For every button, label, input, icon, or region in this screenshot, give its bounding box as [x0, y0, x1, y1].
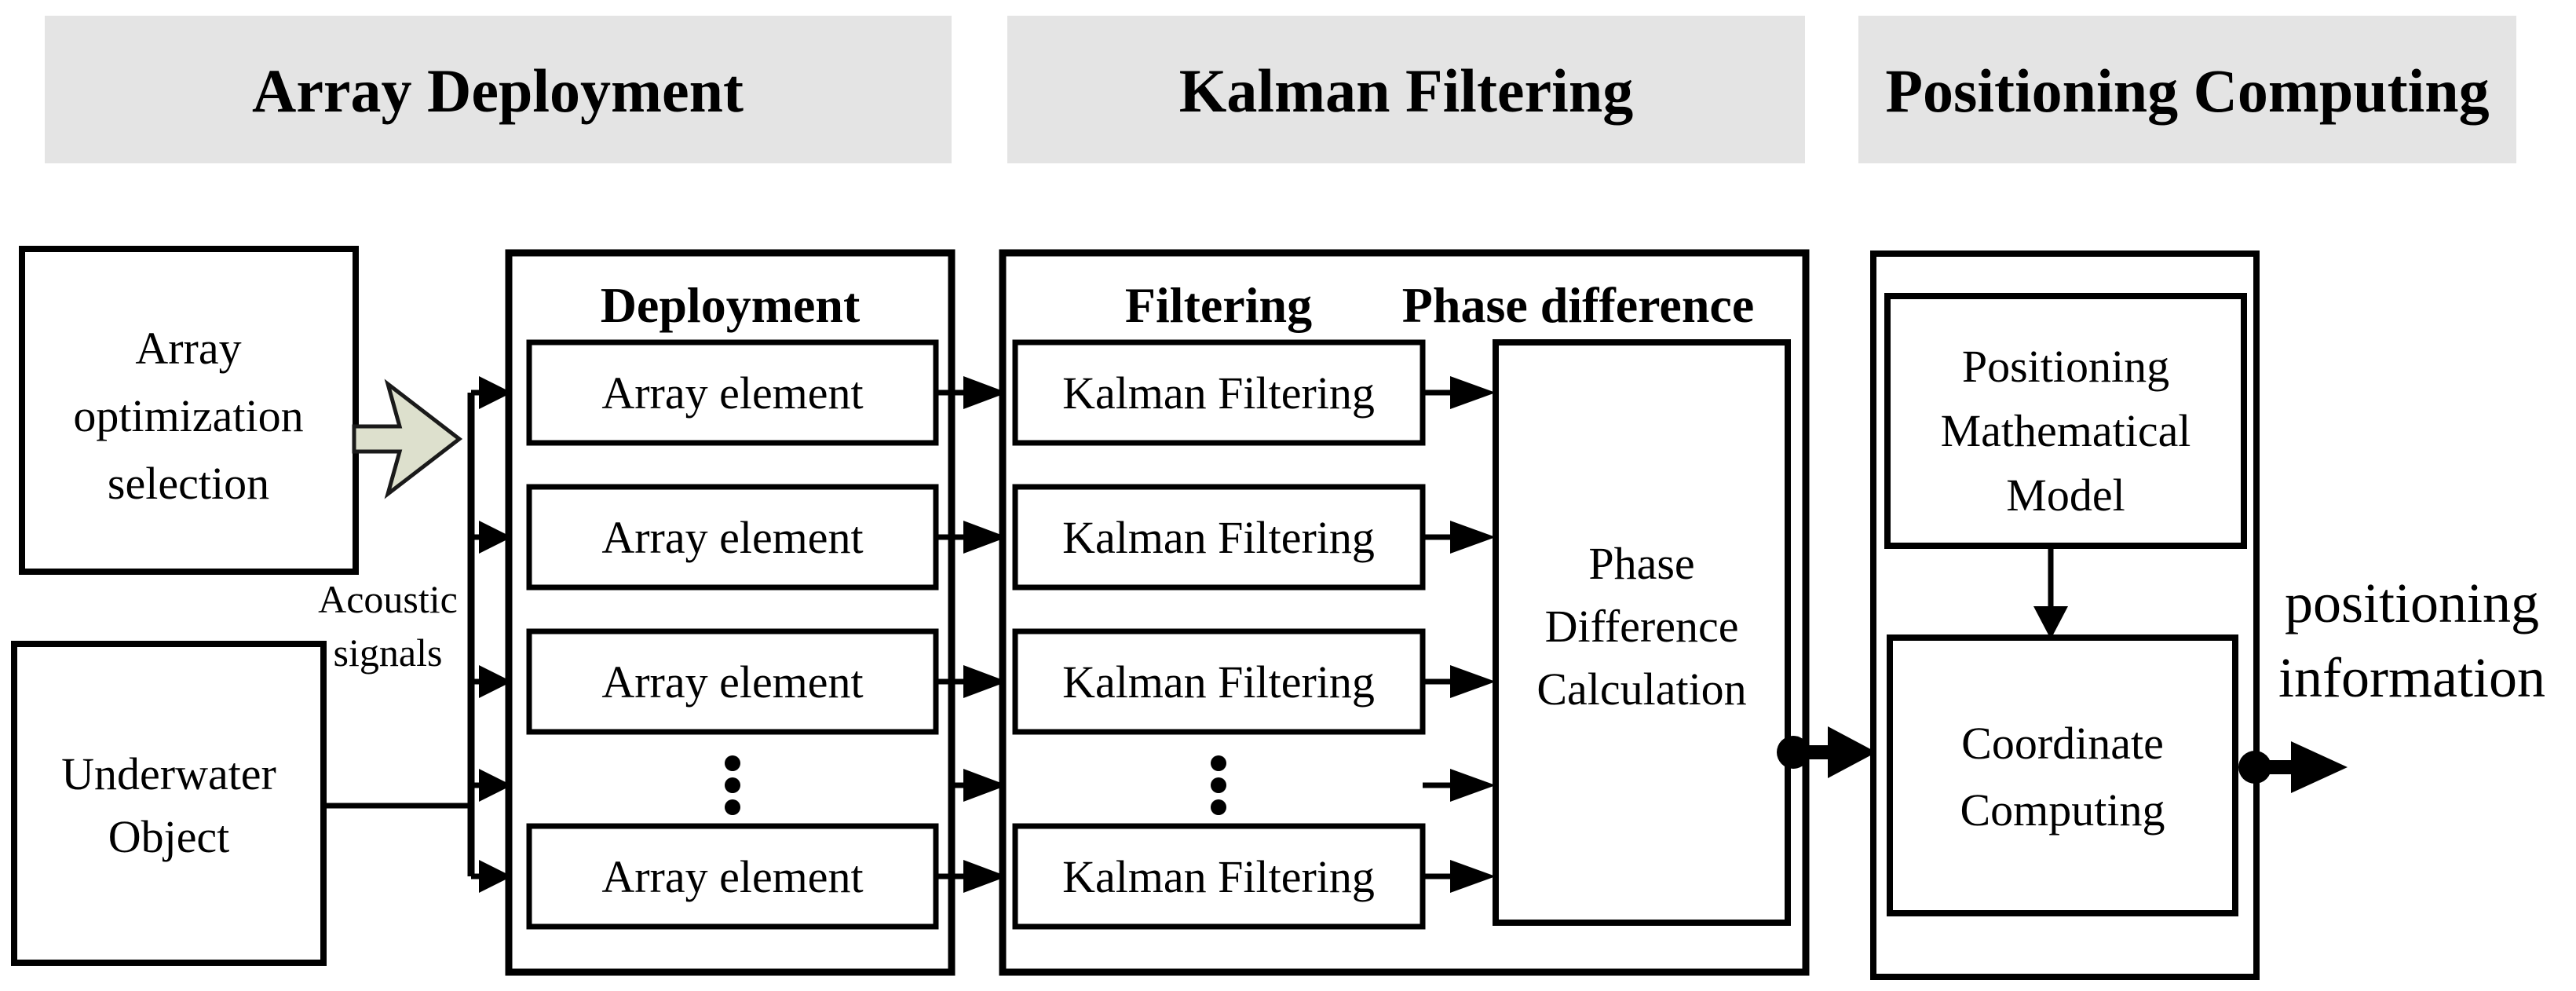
filtering-heading: Filtering	[1125, 277, 1312, 333]
deployment-to-kalman-arrows	[936, 376, 1007, 893]
array-element-label: Array element	[601, 512, 863, 563]
arrowhead-icon	[479, 521, 512, 554]
ellipsis-dots-icon	[725, 755, 740, 815]
phase-calc-line: Phase	[1588, 538, 1694, 589]
arrowhead-icon	[2291, 741, 2348, 793]
phase-label-positioning-computing: Positioning Computing	[1885, 57, 2489, 125]
bus-to-deployment-arrows	[471, 376, 512, 893]
model-to-coordinate-arrow	[2033, 546, 2068, 639]
arrowhead-icon	[1450, 521, 1496, 554]
phase-band-array-deployment	[45, 16, 952, 163]
array-element-box	[526, 484, 939, 591]
phase-difference-calculation-box	[1493, 339, 1791, 926]
acoustic-signals-label: Acoustic	[318, 577, 458, 621]
phase-label-kalman-filtering: Kalman Filtering	[1179, 57, 1633, 125]
math-model-line: Positioning	[1962, 341, 2169, 392]
phase-label-array-deployment: Array Deployment	[252, 57, 744, 125]
kalman-filtering-label: Kalman Filtering	[1062, 512, 1375, 563]
kalman-filtering-label: Kalman Filtering	[1062, 656, 1375, 708]
math-model-line: Mathematical	[1941, 405, 2191, 456]
arrowhead-icon	[1450, 860, 1496, 893]
arrowhead-icon	[963, 665, 1007, 698]
arrowhead-icon	[2033, 606, 2068, 639]
arrowhead-icon	[1828, 726, 1876, 778]
array-optimization-line: selection	[108, 458, 269, 509]
array-element-box	[526, 823, 939, 930]
underwater-object-box	[11, 641, 327, 966]
arrowhead-icon	[963, 521, 1007, 554]
array-element-label: Array element	[601, 656, 863, 708]
arrowhead-icon	[963, 860, 1007, 893]
arrowhead-icon	[479, 376, 512, 409]
math-model-line: Model	[2006, 470, 2125, 521]
underwater-object-line: Underwater	[61, 748, 276, 799]
phase-calc-line: Difference	[1545, 601, 1739, 652]
array-optimization-selection-box	[19, 246, 359, 575]
arrowhead-icon	[963, 769, 1007, 802]
phase-difference-heading: Phase difference	[1402, 277, 1754, 333]
positioning-output-arrow	[2238, 741, 2348, 793]
kalman-filtering-label: Kalman Filtering	[1062, 368, 1375, 419]
array-optimization-line: Array	[135, 323, 241, 374]
arrowhead-icon	[1450, 769, 1496, 802]
arrowhead-icon	[479, 665, 512, 698]
deployment-heading: Deployment	[601, 277, 860, 333]
underwater-object-line: Object	[108, 811, 230, 862]
array-element-label: Array element	[601, 851, 863, 902]
ellipsis-dots-icon	[1211, 755, 1226, 815]
array-element-box	[526, 339, 939, 446]
coordinate-computing-line: Computing	[1960, 784, 2165, 836]
acoustic-signals-label: signals	[334, 631, 443, 675]
arrowhead-icon	[479, 769, 512, 802]
kalman-filtering-label: Kalman Filtering	[1062, 851, 1375, 902]
arrowhead-icon	[963, 376, 1007, 409]
positioning-mathematical-model-box	[1884, 293, 2247, 549]
phase-band-kalman-filtering	[1007, 16, 1805, 163]
kalman-to-phase-arrows	[1423, 376, 1496, 893]
arrowhead-icon	[1450, 665, 1496, 698]
array-optimization-line: optimization	[73, 390, 303, 441]
phase-to-positioning-arrow	[1777, 726, 1876, 778]
coordinate-computing-box	[1887, 634, 2238, 916]
positioning-information-label: positioning	[2285, 572, 2539, 634]
array-element-label: Array element	[601, 368, 863, 419]
arrowhead-icon	[479, 860, 512, 893]
arrowhead-icon	[1450, 376, 1496, 409]
block-arrow-icon	[352, 378, 463, 499]
phase-band-positioning-computing	[1858, 16, 2516, 163]
positioning-information-label: information	[2278, 646, 2545, 709]
phase-calc-line: Calculation	[1536, 664, 1746, 715]
kalman-filtering-box	[1012, 628, 1426, 735]
array-element-box	[526, 628, 939, 735]
kalman-filtering-box	[1012, 484, 1426, 591]
coordinate-computing-line: Coordinate	[1961, 718, 2164, 769]
